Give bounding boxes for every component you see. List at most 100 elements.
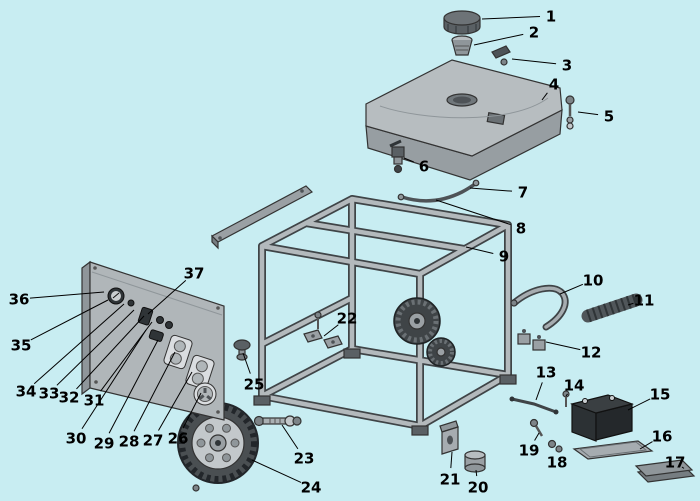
callout-13: 13 bbox=[536, 364, 557, 382]
callout-leader-31 bbox=[100, 321, 153, 392]
callout-10: 10 bbox=[583, 272, 604, 290]
callout-leader-13 bbox=[535, 382, 543, 401]
callout-leader-25 bbox=[242, 352, 251, 374]
panel-outlet-duplex-2-icon bbox=[185, 354, 215, 390]
callout-5: 5 bbox=[604, 108, 614, 126]
callout-leader-14 bbox=[565, 393, 568, 397]
vibration-mounts-icon bbox=[303, 311, 343, 349]
fuel-valve-icon bbox=[389, 139, 405, 174]
callout-14: 14 bbox=[564, 377, 585, 395]
callout-leader-27 bbox=[158, 371, 193, 431]
callout-leader-5 bbox=[577, 111, 599, 116]
panel-switch-icon bbox=[137, 306, 154, 326]
callout-leader-10 bbox=[559, 283, 584, 295]
support-rod-icon bbox=[509, 390, 570, 415]
callout-leader-8 bbox=[435, 199, 511, 226]
callout-leader-9 bbox=[465, 246, 494, 254]
callout-leader-1 bbox=[481, 15, 541, 20]
callout-8: 8 bbox=[516, 220, 526, 238]
callout-33: 33 bbox=[39, 385, 60, 403]
callout-26: 26 bbox=[168, 430, 189, 448]
callout-27: 27 bbox=[143, 432, 164, 450]
panel-gauge-icon bbox=[107, 287, 125, 305]
panel-breaker-icon bbox=[148, 329, 164, 342]
callout-19: 19 bbox=[519, 442, 540, 460]
frame-wheels bbox=[393, 297, 456, 367]
callout-22: 22 bbox=[337, 310, 358, 328]
callout-leader-23 bbox=[281, 424, 299, 450]
rubber-pads-icon bbox=[634, 459, 696, 483]
callout-leader-28 bbox=[133, 351, 176, 432]
callout-leader-35 bbox=[30, 299, 109, 341]
callout-leader-21 bbox=[450, 451, 453, 469]
foot-bracket-icon bbox=[439, 420, 459, 455]
callout-37: 37 bbox=[184, 265, 205, 283]
callout-leader-17 bbox=[681, 466, 685, 469]
callout-11: 11 bbox=[634, 292, 655, 310]
panel-knob-icon bbox=[233, 339, 251, 361]
handle-grip-icon bbox=[581, 293, 643, 323]
callout-28: 28 bbox=[119, 433, 140, 451]
callout-leader-4 bbox=[541, 92, 548, 101]
callout-30: 30 bbox=[66, 430, 87, 448]
callout-leader-22 bbox=[323, 324, 339, 337]
callout-12: 12 bbox=[581, 344, 602, 362]
callout-leader-12 bbox=[545, 341, 581, 351]
callout-36: 36 bbox=[9, 291, 30, 309]
callout-4: 4 bbox=[549, 76, 559, 94]
callout-leader-26 bbox=[182, 392, 202, 429]
callout-leader-32 bbox=[76, 315, 145, 390]
foot-cylinder-icon bbox=[464, 450, 486, 473]
callout-35: 35 bbox=[11, 337, 32, 355]
handle-brackets-icon bbox=[517, 329, 546, 351]
callout-leader-30 bbox=[81, 329, 147, 430]
callout-17: 17 bbox=[665, 454, 686, 472]
axle-bolt-icon bbox=[253, 415, 302, 427]
callout-1: 1 bbox=[546, 8, 556, 26]
callout-15: 15 bbox=[650, 386, 671, 404]
callout-7: 7 bbox=[518, 184, 528, 202]
callout-2: 2 bbox=[529, 24, 539, 42]
callout-leader-24 bbox=[251, 459, 302, 483]
callout-leader-11 bbox=[627, 302, 634, 306]
callout-leader-2 bbox=[473, 33, 524, 46]
frame bbox=[253, 195, 517, 436]
callout-16: 16 bbox=[652, 428, 673, 446]
callout-leader-37 bbox=[147, 279, 187, 315]
handle bbox=[510, 284, 569, 331]
callout-23: 23 bbox=[294, 450, 315, 468]
callout-leader-20 bbox=[475, 469, 478, 477]
cross-bar bbox=[211, 185, 313, 250]
callout-3: 3 bbox=[562, 57, 572, 75]
battery-tray-icon bbox=[572, 440, 654, 460]
callout-18: 18 bbox=[547, 454, 568, 472]
callout-leader-19 bbox=[534, 432, 540, 441]
callout-25: 25 bbox=[244, 376, 265, 394]
callout-leader-34 bbox=[33, 303, 125, 385]
callout-leader-7 bbox=[469, 187, 513, 192]
callout-leader-33 bbox=[56, 309, 135, 386]
panel-pilot-light-icon bbox=[127, 299, 135, 307]
small-hardware-icon bbox=[529, 418, 563, 453]
callout-29: 29 bbox=[94, 435, 115, 453]
panel-outlet-twistlock-icon bbox=[193, 382, 217, 406]
battery bbox=[569, 394, 635, 442]
callout-31: 31 bbox=[84, 392, 105, 410]
tank-bolt-icon bbox=[565, 95, 575, 130]
callout-leader-29 bbox=[108, 339, 159, 434]
fuel-tank bbox=[365, 59, 563, 181]
callout-leader-36 bbox=[29, 291, 105, 299]
callout-leader-16 bbox=[639, 441, 653, 450]
callout-9: 9 bbox=[499, 248, 509, 266]
callout-leader-3 bbox=[511, 58, 557, 65]
callout-34: 34 bbox=[16, 383, 37, 401]
callout-6: 6 bbox=[419, 158, 429, 176]
fuel-cap-icon bbox=[443, 10, 481, 35]
callout-21: 21 bbox=[440, 471, 461, 489]
callout-24: 24 bbox=[301, 479, 322, 497]
fuel-strainer-icon bbox=[451, 35, 473, 56]
callout-leader-15 bbox=[627, 398, 651, 411]
